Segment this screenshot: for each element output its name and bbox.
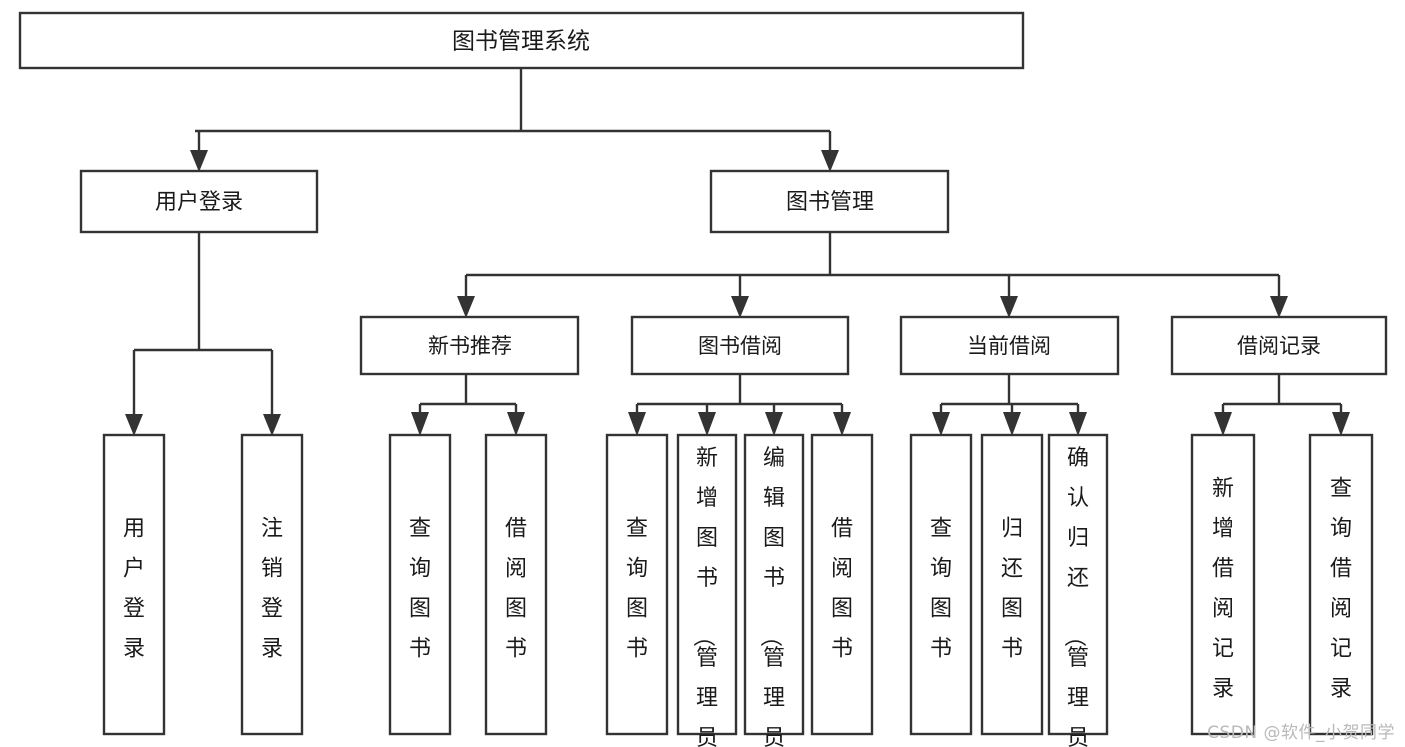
- leaf-query-book-2-label: 查询图书: [626, 517, 648, 662]
- leaf-add-record-box[interactable]: [1190, 433, 1256, 736]
- leaf-edit-book-admin[interactable]: 编辑图书（管理员）: [743, 433, 805, 747]
- arrowhead-leaf-borrow-book-1: [507, 412, 525, 436]
- node-new-book-recommend-box[interactable]: [359, 315, 580, 376]
- leaf-borrow-book-1-label: 借阅图书: [505, 517, 527, 662]
- edge-currentborrow-to-leaves: [939, 374, 1080, 414]
- leaf-return-book-label: 归还图书: [1001, 517, 1023, 662]
- leaf-query-record-box[interactable]: [1308, 433, 1374, 736]
- node-book-borrow[interactable]: 图书借阅: [630, 315, 850, 376]
- connector-layer: [125, 68, 1350, 436]
- node-new-book-recommend-label: 新书推荐: [428, 334, 512, 358]
- node-borrow-record-label: 借阅记录: [1237, 334, 1321, 358]
- leaf-add-book-admin-label: 新增图书（管理员）: [690, 446, 718, 747]
- arrowhead-leaf-return-book: [1003, 412, 1021, 436]
- edge-bookborrow-to-leaves: [635, 374, 844, 414]
- edge-borrowrecord-to-leaves: [1221, 374, 1343, 414]
- arrowhead-leaf-query-record: [1332, 412, 1350, 436]
- node-user-login-label: 用户登录: [155, 190, 243, 215]
- arrowhead-leaf-edit-book-admin: [765, 412, 783, 436]
- leaf-query-book-1[interactable]: 查询图书: [388, 433, 452, 736]
- leaf-query-book-1-box[interactable]: [388, 433, 452, 736]
- node-book-manage-box[interactable]: [709, 169, 950, 234]
- leaf-query-book-3[interactable]: 查询图书: [909, 433, 973, 736]
- node-borrow-record[interactable]: 借阅记录: [1170, 315, 1388, 376]
- leaf-borrow-book-2[interactable]: 借阅图书: [810, 433, 874, 736]
- arrowhead-current-borrow: [1000, 296, 1018, 318]
- node-borrow-record-box[interactable]: [1170, 315, 1388, 376]
- node-book-borrow-box[interactable]: [630, 315, 850, 376]
- node-current-borrow-box[interactable]: [899, 315, 1120, 376]
- node-new-book-recommend[interactable]: 新书推荐: [359, 315, 580, 376]
- node-current-borrow[interactable]: 当前借阅: [899, 315, 1120, 376]
- leaf-query-book-2-box[interactable]: [605, 433, 669, 736]
- arrowhead-leaf-query-book-2: [628, 412, 646, 436]
- arrowhead-leaf-user-login: [125, 414, 143, 436]
- edge-root-to-level2: [195, 68, 832, 150]
- leaf-query-book-3-box[interactable]: [909, 433, 973, 736]
- leaf-add-record[interactable]: 新增借阅记录: [1190, 433, 1256, 736]
- leaf-query-record-label: 查询借阅记录: [1330, 477, 1352, 702]
- leaf-query-book-1-label: 查询图书: [409, 517, 431, 662]
- node-book-borrow-label: 图书借阅: [698, 334, 782, 358]
- node-root-label: 图书管理系统: [452, 29, 590, 55]
- arrowhead-leaf-query-book-3: [932, 412, 950, 436]
- node-book-manage[interactable]: 图书管理: [709, 169, 950, 234]
- leaf-edit-book-admin-label: 编辑图书（管理员）: [757, 446, 785, 747]
- leaf-confirm-return-admin[interactable]: 确认归还（管理员）: [1047, 433, 1109, 747]
- node-user-login-box[interactable]: [79, 169, 319, 234]
- node-user-login[interactable]: 用户登录: [79, 169, 319, 234]
- leaf-borrow-book-1[interactable]: 借阅图书: [484, 433, 548, 736]
- leaf-add-record-label: 新增借阅记录: [1212, 477, 1234, 702]
- leaf-query-book-2[interactable]: 查询图书: [605, 433, 669, 736]
- arrowhead-leaf-logout: [263, 414, 281, 436]
- arrowhead-leaf-borrow-book-2: [833, 412, 851, 436]
- leaf-logout[interactable]: 注销登录: [240, 433, 304, 736]
- leaf-return-book[interactable]: 归还图书: [980, 433, 1044, 736]
- arrowhead-user-login: [190, 150, 208, 172]
- arrowhead-leaf-confirm-return: [1069, 412, 1087, 436]
- leaf-query-book-3-label: 查询图书: [930, 517, 952, 662]
- edge-userlogin-to-leaves: [132, 232, 274, 414]
- leaf-query-record[interactable]: 查询借阅记录: [1308, 433, 1374, 736]
- leaf-confirm-return-admin-label: 确认归还（管理员）: [1061, 446, 1089, 747]
- leaf-confirm-return-admin-box[interactable]: [1047, 433, 1109, 736]
- leaf-borrow-book-1-box[interactable]: [484, 433, 548, 736]
- arrowhead-leaf-add-record: [1214, 412, 1232, 436]
- arrowhead-borrow-record: [1270, 296, 1288, 318]
- node-current-borrow-label: 当前借阅: [967, 334, 1051, 358]
- leaf-return-book-box[interactable]: [980, 433, 1044, 736]
- leaf-borrow-book-2-box[interactable]: [810, 433, 874, 736]
- leaf-layer: 用户登录 注销登录 查询图书 借阅图书 查询图书 新增图书（管理员） 编辑图书（管理员） 借阅…: [102, 433, 1374, 747]
- leaf-borrow-book-2-label: 借阅图书: [831, 517, 853, 662]
- arrowhead-book-manage: [821, 150, 839, 172]
- leaf-add-book-admin-box[interactable]: [676, 433, 738, 736]
- leaf-user-login[interactable]: 用户登录: [102, 433, 166, 736]
- arrowhead-book-borrow: [731, 296, 749, 318]
- node-book-manage-label: 图书管理: [786, 190, 874, 215]
- leaf-logout-box[interactable]: [240, 433, 304, 736]
- leaf-user-login-box[interactable]: [102, 433, 166, 736]
- node-root[interactable]: 图书管理系统: [18, 11, 1025, 70]
- edge-newbook-to-leaves: [418, 374, 518, 414]
- leaf-user-login-label: 用户登录: [123, 517, 145, 662]
- leaf-edit-book-admin-box[interactable]: [743, 433, 805, 736]
- arrowhead-leaf-query-book-1: [411, 412, 429, 436]
- arrowhead-leaf-add-book-admin: [698, 412, 716, 436]
- arrowhead-new-book-rec: [457, 296, 475, 318]
- leaf-add-book-admin[interactable]: 新增图书（管理员）: [676, 433, 738, 747]
- edge-bookmanage-to-level3: [464, 232, 1281, 296]
- leaf-logout-label: 注销登录: [261, 517, 283, 662]
- node-root-box[interactable]: [18, 11, 1025, 70]
